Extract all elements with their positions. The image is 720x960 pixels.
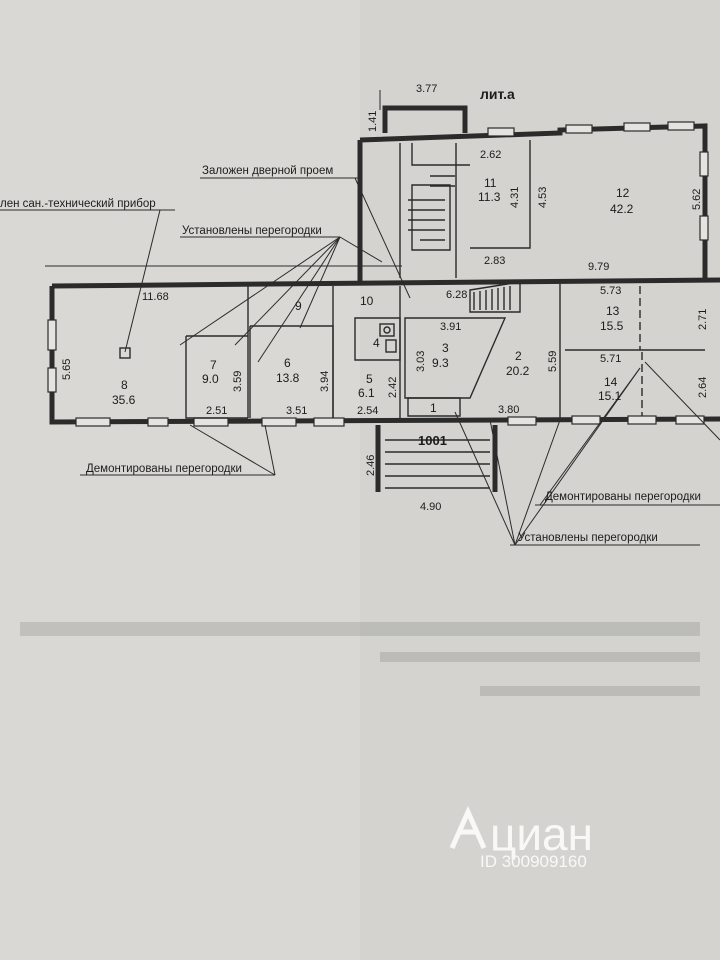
room-14-area: 15.1 bbox=[598, 389, 622, 403]
dim-3-91: 3.91 bbox=[440, 321, 461, 333]
note-door-bricked: Заложен дверной проем bbox=[202, 165, 333, 177]
room-7-area: 9.0 bbox=[202, 372, 219, 386]
note-partitions-installed-bottom: Установлены перегородки bbox=[518, 532, 658, 544]
dim-2-51: 2.51 bbox=[206, 405, 227, 417]
dim-5-65: 5.65 bbox=[61, 359, 73, 380]
room-7-number: 7 bbox=[210, 358, 217, 372]
sink-icon bbox=[385, 339, 397, 353]
dim-2-62: 2.62 bbox=[480, 149, 501, 161]
dim-3-94: 3.94 bbox=[319, 371, 331, 392]
room-6-number: 6 bbox=[284, 356, 291, 370]
dim-3-03: 3.03 bbox=[415, 351, 427, 372]
dim-1-41: 1.41 bbox=[367, 111, 379, 132]
toilet-icon bbox=[379, 323, 395, 337]
interior-partitions bbox=[185, 140, 705, 492]
room-8-area: 35.6 bbox=[112, 393, 136, 407]
room-2-number: 2 bbox=[515, 349, 522, 363]
dim-2-71: 2.71 bbox=[697, 309, 709, 330]
note-partitions-removed-left: Демонтированы перегородки bbox=[86, 463, 242, 475]
sanitary-fixtures bbox=[119, 323, 397, 359]
dim-4-31: 4.31 bbox=[509, 187, 521, 208]
room-1-number: 1 bbox=[430, 401, 437, 415]
room-3-area: 9.3 bbox=[432, 356, 449, 370]
room-4-number: 4 bbox=[373, 336, 380, 350]
room-6-area: 13.8 bbox=[276, 371, 300, 385]
dim-3-77: 3.77 bbox=[416, 83, 437, 95]
dim-3-51: 3.51 bbox=[286, 405, 307, 417]
room-5-number: 5 bbox=[366, 372, 373, 386]
room-labels: 1 2 20.2 3 9.3 4 5 6.1 6 13.8 7 9.0 8 35… bbox=[112, 176, 634, 415]
room-11-number: 11 bbox=[484, 176, 497, 190]
paper-bleed-through bbox=[20, 622, 700, 696]
dim-5-73: 5.73 bbox=[600, 285, 621, 297]
annex-wall bbox=[382, 105, 468, 133]
dimension-labels: 3.77 1.41 2.62 4.31 4.53 5.62 2.83 9.79 … bbox=[61, 83, 709, 513]
room-12-area: 42.2 bbox=[610, 202, 634, 216]
dim-2-46: 2.46 bbox=[365, 455, 377, 476]
room-12-number: 12 bbox=[616, 186, 630, 200]
note-partitions-removed-right: Демонтированы перегородки bbox=[545, 491, 701, 503]
entrance-label: 1001 bbox=[418, 433, 447, 448]
dim-11-68: 11.68 bbox=[142, 291, 169, 303]
paper-shadow bbox=[360, 0, 720, 960]
dim-4-53: 4.53 bbox=[537, 187, 549, 208]
dim-4-90: 4.90 bbox=[420, 501, 441, 513]
dim-2-42: 2.42 bbox=[387, 377, 399, 398]
dim-6-28: 6.28 bbox=[446, 289, 467, 301]
fixture-icon bbox=[119, 347, 131, 359]
dim-2-54: 2.54 bbox=[357, 405, 378, 417]
dim-5-59: 5.59 bbox=[547, 351, 559, 372]
room-13-area: 15.5 bbox=[600, 319, 624, 333]
watermark-id: ID 300909160 bbox=[480, 852, 587, 871]
leader-lines bbox=[0, 90, 720, 546]
title-group: лит.а 1001 bbox=[418, 86, 515, 448]
watermark-logo-icon bbox=[449, 805, 487, 850]
dim-3-80: 3.80 bbox=[498, 404, 519, 416]
room-13-number: 13 bbox=[606, 304, 620, 318]
room-14-number: 14 bbox=[604, 375, 618, 389]
dim-2-83: 2.83 bbox=[484, 255, 505, 267]
dim-3-59: 3.59 bbox=[232, 371, 244, 392]
room-10-number: 10 bbox=[360, 294, 374, 308]
main-top-wall bbox=[51, 277, 720, 289]
dim-2-64: 2.64 bbox=[697, 377, 709, 398]
room-2-area: 20.2 bbox=[506, 364, 530, 378]
notes: лен сан.-технический прибор Заложен двер… bbox=[0, 165, 701, 544]
room-3-number: 3 bbox=[442, 341, 449, 355]
windows bbox=[47, 121, 709, 427]
drawing-title: лит.а bbox=[480, 86, 515, 102]
room-11-area: 11.3 bbox=[478, 190, 501, 204]
watermark: циан ID 300909160 bbox=[449, 805, 593, 871]
note-fixture: лен сан.-технический прибор bbox=[0, 198, 156, 210]
room-5-area: 6.1 bbox=[358, 386, 375, 400]
dim-9-79: 9.79 bbox=[588, 261, 609, 273]
dim-5-62: 5.62 bbox=[691, 189, 703, 210]
room-8-number: 8 bbox=[121, 378, 128, 392]
dim-5-71: 5.71 bbox=[600, 353, 621, 365]
watermark-brand: циан bbox=[490, 808, 593, 860]
note-partitions-installed-top: Установлены перегородки bbox=[182, 225, 322, 237]
room-9-number: 9 bbox=[295, 299, 302, 313]
